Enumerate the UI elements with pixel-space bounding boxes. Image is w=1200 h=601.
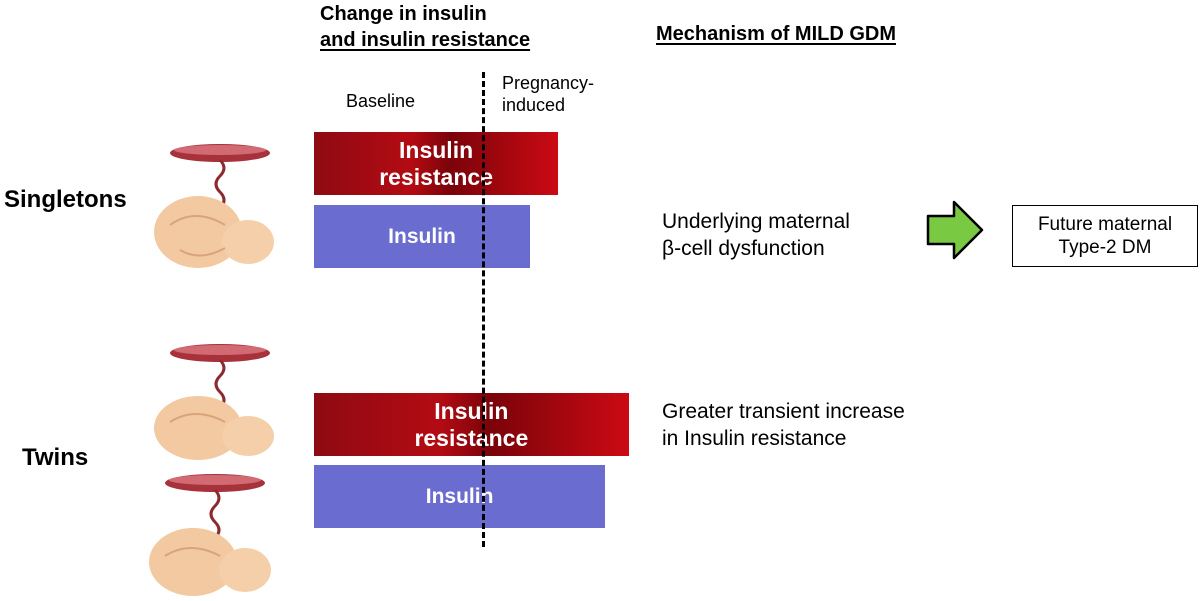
bar-twins-insulin: Insulin (314, 465, 606, 528)
bar-singletons-insulin-resistance: Insulin resistance (314, 132, 559, 195)
bar-singletons-insulin: Insulin (314, 205, 530, 268)
green-right-arrow-icon (926, 200, 984, 260)
outcome-box: Future maternal Type-2 DM (1012, 205, 1198, 267)
fetus-with-placenta-icon (149, 474, 271, 596)
baseline-label: Baseline (346, 91, 416, 111)
change-header-line2: and insulin resistance (320, 29, 531, 51)
change-header-line1: Change in insulin (320, 3, 487, 25)
group-label-twins: Twins (22, 444, 89, 471)
baseline-divider-line (482, 72, 485, 547)
bar-twins-insulin-resistance: Insulin resistance (314, 393, 629, 456)
mechanism-header: Mechanism of MILD GDM (656, 23, 897, 45)
fetus-with-placenta-icon (154, 344, 274, 460)
mechanism-singletons: Underlying maternal β-cell dysfunction (662, 210, 850, 260)
pregnancy-induced-label: Pregnancy- induced (502, 73, 595, 115)
mechanism-twins: Greater transient increase in Insulin re… (662, 400, 905, 450)
fetus-with-placenta-icon (154, 144, 274, 268)
group-label-singletons: Singletons (4, 186, 127, 213)
